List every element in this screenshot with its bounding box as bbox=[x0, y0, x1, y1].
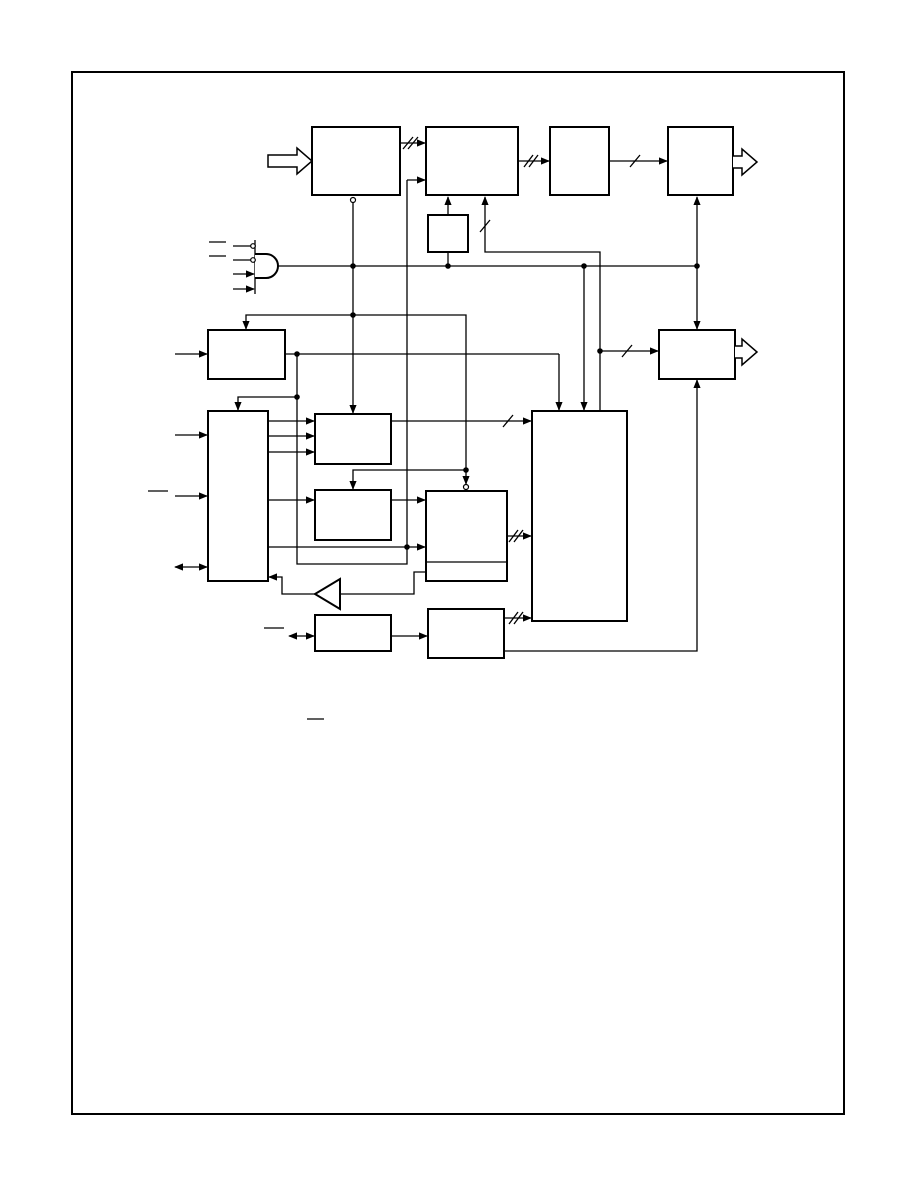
page-frame bbox=[71, 71, 845, 1115]
wire-to-left-tall bbox=[234, 396, 297, 411]
bus-output-arrow-right bbox=[735, 337, 759, 367]
block-bottom-2 bbox=[427, 608, 505, 659]
block-top-1 bbox=[311, 126, 401, 196]
junction bbox=[404, 544, 410, 550]
inversion-bubble bbox=[349, 196, 357, 204]
and-gate bbox=[255, 253, 279, 279]
inversion-bubble bbox=[250, 257, 256, 263]
buffer-triangle bbox=[313, 577, 341, 611]
bus-slash bbox=[629, 154, 641, 168]
block-mid-3 bbox=[425, 490, 508, 582]
wire-to-mid2 bbox=[349, 469, 466, 490]
bus-slash bbox=[508, 611, 519, 625]
bus-output-arrow-top bbox=[733, 147, 759, 177]
wire-buffer-to-left-tall bbox=[268, 573, 315, 595]
bus-slash bbox=[479, 219, 491, 233]
wire-vertical-297 bbox=[296, 354, 408, 565]
bus-slash bbox=[528, 154, 539, 168]
block-small bbox=[427, 214, 469, 253]
block-top-4 bbox=[667, 126, 734, 196]
bus-input-arrow bbox=[267, 146, 314, 176]
bus-slash bbox=[523, 154, 534, 168]
wire-main-to-top2 bbox=[481, 196, 601, 411]
junction bbox=[597, 348, 603, 354]
block-top-2 bbox=[425, 126, 519, 196]
junction bbox=[445, 263, 451, 269]
wire-bottom2-to-right-output bbox=[504, 379, 701, 652]
block-right-output bbox=[658, 329, 736, 380]
bus-slash bbox=[513, 611, 524, 625]
bus-slash bbox=[621, 344, 633, 358]
bus-slash bbox=[407, 136, 419, 150]
block-mid-1 bbox=[314, 413, 392, 465]
bus-slash bbox=[502, 414, 514, 428]
block-main bbox=[531, 410, 628, 622]
bus-slash bbox=[508, 529, 519, 543]
bus-slash bbox=[513, 529, 524, 543]
wire-to-mid3 bbox=[353, 314, 467, 470]
block-top-3 bbox=[549, 126, 610, 196]
bus-slash bbox=[402, 136, 414, 150]
wire-to-left-upper bbox=[242, 314, 353, 330]
inversion-bubble bbox=[250, 243, 256, 249]
wire-mid3-to-buffer bbox=[341, 571, 426, 595]
inversion-bubble bbox=[462, 483, 470, 491]
block-left-tall bbox=[207, 410, 269, 582]
block-bottom-1 bbox=[314, 614, 392, 652]
block-left-upper bbox=[207, 329, 286, 380]
block-mid-2 bbox=[314, 489, 392, 541]
